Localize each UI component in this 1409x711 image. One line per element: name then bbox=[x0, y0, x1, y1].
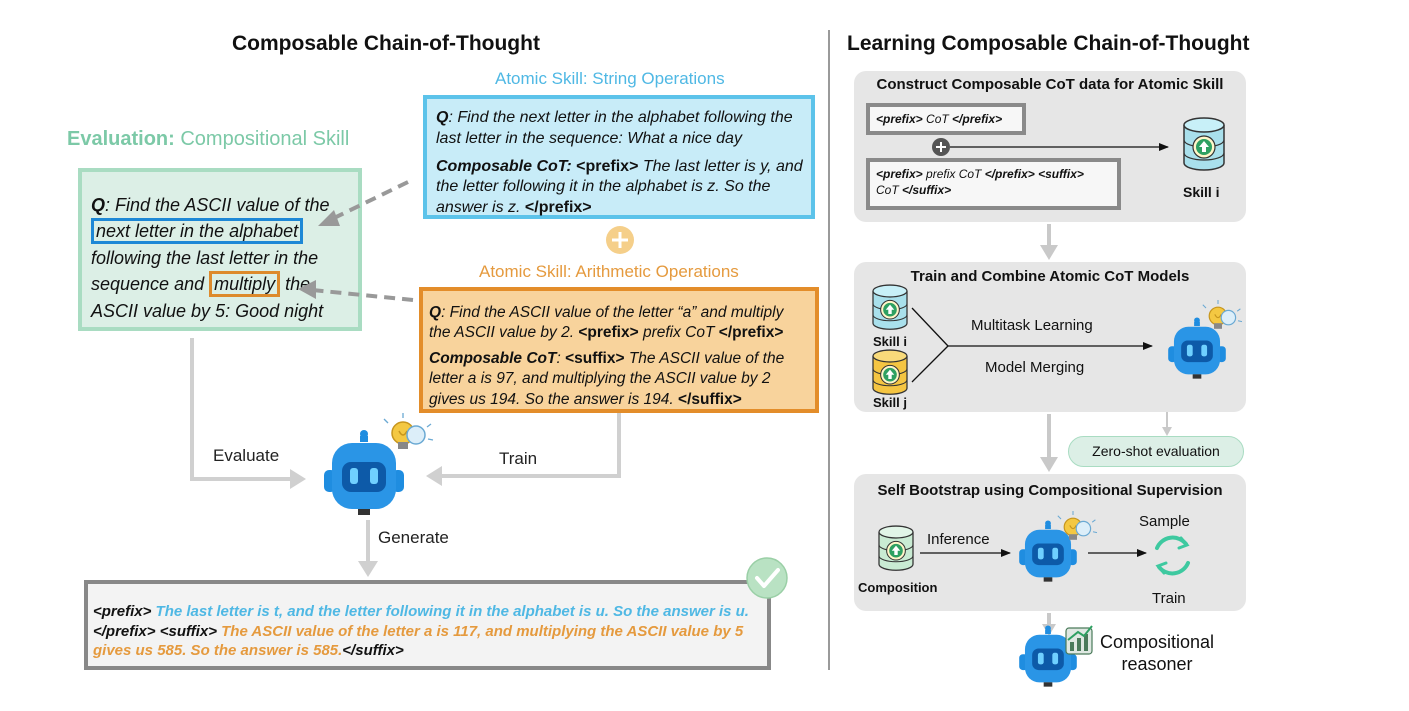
arith-skill-box: Q: Find the ASCII value of the letter “a… bbox=[419, 287, 819, 413]
zero-shot-badge: Zero-shot evaluation bbox=[1068, 436, 1244, 467]
robot-icon bbox=[324, 430, 404, 515]
train-label: Train bbox=[499, 449, 538, 468]
merging-label: Model Merging bbox=[985, 359, 1085, 376]
box2-prefix-open: <prefix> bbox=[876, 167, 923, 181]
checkmark-icon bbox=[746, 557, 788, 599]
eval-q-text-2: following the last letter in the sequenc… bbox=[91, 247, 319, 295]
right-title: Learning Composable Chain-of-Thought bbox=[847, 32, 1250, 55]
evaluate-arrow bbox=[190, 338, 306, 489]
skill-i-database-icon bbox=[872, 284, 908, 330]
box1-prefix-close: </prefix> bbox=[952, 112, 1003, 126]
plus-circle-icon bbox=[932, 138, 950, 156]
dashed-arrow-arith bbox=[298, 280, 414, 302]
arith-cot-label: Composable CoT bbox=[429, 350, 557, 368]
arith-cot-text: The ASCII value of the letter a is 97, a… bbox=[429, 350, 785, 408]
box2-mid2: CoT bbox=[876, 182, 903, 197]
plus-icon bbox=[606, 226, 634, 254]
string-q-label: Q bbox=[436, 109, 449, 126]
generate-label: Generate bbox=[378, 528, 449, 547]
highlight-multiply: multiply bbox=[209, 271, 281, 298]
string-skill-box: Q: Find the next letter in the alphabet … bbox=[423, 95, 815, 219]
arith-prefix-mid: prefix CoT bbox=[638, 324, 719, 342]
string-cot-text: The last letter is y, and the letter fol… bbox=[436, 157, 803, 217]
out-orange-text: The ASCII value of the letter a is 117, … bbox=[93, 622, 744, 660]
out-suffix-open: <suffix> bbox=[155, 622, 217, 640]
box2-suffix-close: </suffix> bbox=[902, 182, 952, 197]
out-prefix-open: <prefix> bbox=[93, 603, 152, 620]
train-cycle-label: Train bbox=[1152, 590, 1186, 607]
evaluation-title-rest: Compositional Skill bbox=[174, 128, 350, 150]
composition-database-icon bbox=[878, 525, 914, 571]
sample-label: Sample bbox=[1139, 513, 1190, 530]
combine-lines bbox=[911, 307, 1153, 383]
zero-shot-arrow bbox=[1162, 412, 1172, 436]
section-divider bbox=[828, 30, 830, 670]
arith-q-text: : Find the ASCII value of the letter “a”… bbox=[429, 304, 784, 342]
skill-j-database-icon bbox=[872, 349, 908, 395]
string-skill-title: Atomic Skill: String Operations bbox=[495, 69, 725, 88]
flow-arrow-2 bbox=[1040, 414, 1058, 472]
left-title: Composable Chain-of-Thought bbox=[232, 32, 540, 55]
generate-arrow bbox=[358, 520, 378, 577]
string-prefix-close: </prefix> bbox=[524, 199, 592, 217]
generated-output-box: <prefix> The last letter is t, and the l… bbox=[84, 580, 771, 670]
reasoner-line1: Compositional bbox=[1100, 632, 1215, 652]
string-q-text: : Find the next letter in the alphabet f… bbox=[436, 109, 793, 147]
box1-mid: CoT bbox=[922, 112, 953, 126]
evaluation-title-bold: Evaluation: bbox=[67, 128, 175, 150]
out-blue-text: The last letter is t, and the letter fol… bbox=[151, 603, 749, 620]
dashed-arrow-string bbox=[318, 180, 409, 226]
self-bootstrap-title: Self Bootstrap using Compositional Super… bbox=[877, 482, 1223, 499]
arith-suffix-close: </suffix> bbox=[678, 390, 742, 408]
prefix-cot-box: <prefix> CoT </prefix> bbox=[866, 103, 1026, 135]
evaluate-label: Evaluate bbox=[213, 446, 280, 465]
skill-j-label: Skill j bbox=[873, 395, 907, 410]
train-combine-title: Train and Combine Atomic CoT Models bbox=[910, 268, 1190, 285]
construct-panel-title: Construct Composable CoT data for Atomic… bbox=[876, 76, 1224, 93]
evaluation-title: Evaluation: Compositional Skill bbox=[67, 128, 349, 151]
box2-prefix-close: </prefix> bbox=[984, 167, 1035, 181]
train-arrow bbox=[426, 413, 621, 486]
database-icon bbox=[1183, 117, 1225, 171]
prefix-suffix-cot-box: <prefix> prefix CoT </prefix> <suffix> C… bbox=[866, 158, 1121, 210]
chart-icon bbox=[1065, 625, 1093, 655]
arith-q-label: Q bbox=[429, 304, 442, 321]
out-suffix-close: </suffix> bbox=[342, 642, 404, 659]
reasoner-line2: reasoner bbox=[1121, 654, 1193, 674]
arith-prefix-open: <prefix> bbox=[578, 324, 639, 342]
out-prefix-close: </prefix> bbox=[93, 622, 156, 640]
skill-i-label: Skill i bbox=[1183, 184, 1220, 200]
arith-suffix-open: <suffix> bbox=[565, 350, 625, 368]
arith-prefix-close: </prefix> bbox=[718, 324, 784, 342]
skill-i-small-label: Skill i bbox=[873, 334, 907, 349]
lightbulb-icon bbox=[383, 412, 434, 450]
combined-lightbulb-icon bbox=[1202, 299, 1243, 330]
box2-mid: prefix CoT bbox=[922, 167, 985, 181]
evaluation-question-box: Q: Find the ASCII value of the next lett… bbox=[78, 168, 362, 331]
arith-skill-title: Atomic Skill: Arithmetic Operations bbox=[479, 262, 739, 281]
cycle-icon bbox=[1155, 535, 1190, 576]
box1-prefix-open: <prefix> bbox=[876, 112, 923, 126]
eval-q-text-1: : Find the ASCII value of the bbox=[105, 195, 330, 215]
q-label: Q bbox=[91, 195, 106, 215]
composition-label: Composition bbox=[858, 580, 938, 595]
string-prefix-open: <prefix> bbox=[576, 157, 639, 175]
multitask-label: Multitask Learning bbox=[971, 317, 1093, 334]
highlight-next-letter: next letter in the alphabet bbox=[91, 218, 304, 245]
inference-label: Inference bbox=[927, 531, 990, 548]
box2-suffix-open: <suffix> bbox=[1034, 167, 1084, 181]
compositional-reasoner-label: Compositional reasoner bbox=[1100, 631, 1214, 675]
string-cot-label: Composable CoT: bbox=[436, 157, 577, 175]
arith-cot-colon: : bbox=[556, 350, 566, 368]
flow-arrow-1 bbox=[1040, 224, 1058, 260]
